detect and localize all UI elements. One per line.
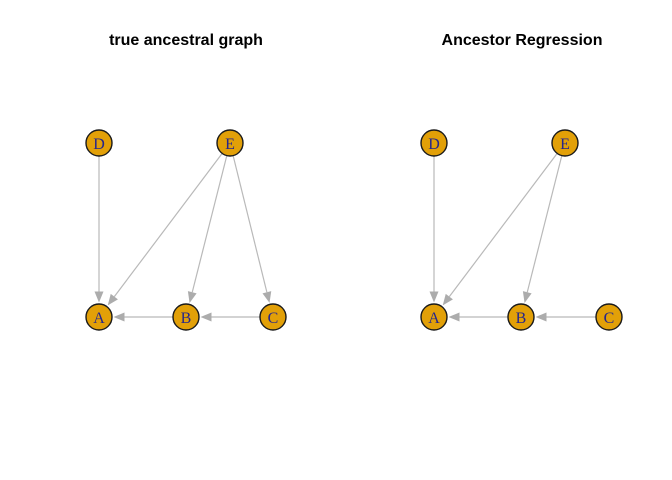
node-label-A: A: [93, 310, 105, 327]
edge-E-B: [526, 155, 563, 293]
arrowhead-C-B: [200, 312, 212, 322]
node-label-B: B: [181, 310, 192, 327]
node-B: [507, 303, 535, 331]
node-label-B: B: [516, 310, 527, 327]
arrowhead-D-A: [429, 291, 439, 303]
arrowhead-E-A: [107, 293, 118, 306]
edge-E-B: [191, 155, 228, 293]
node-E: [551, 129, 579, 157]
node-label-D: D: [428, 136, 440, 153]
node-label-C: C: [268, 310, 279, 327]
node-B: [172, 303, 200, 331]
arrowhead-E-B: [187, 291, 197, 303]
arrowhead-E-B: [522, 291, 532, 303]
right-graph-title: Ancestor Regression: [441, 32, 603, 49]
arrowhead-D-A: [94, 291, 104, 303]
left-graph-title: true ancestral graph: [109, 32, 263, 49]
arrowhead-E-C: [262, 291, 272, 303]
arrowhead-C-B: [535, 312, 547, 322]
node-label-A: A: [428, 310, 440, 327]
node-D: [420, 129, 448, 157]
arrowhead-B-A: [113, 312, 125, 322]
node-C: [595, 303, 623, 331]
node-label-C: C: [604, 310, 615, 327]
edge-E-A: [448, 153, 558, 297]
edge-E-A: [113, 153, 223, 297]
node-A: [85, 303, 113, 331]
arrowhead-E-A: [442, 293, 453, 306]
arrowhead-B-A: [448, 312, 460, 322]
node-D: [85, 129, 113, 157]
node-label-E: E: [225, 136, 235, 153]
node-C: [259, 303, 287, 331]
node-A: [420, 303, 448, 331]
node-label-D: D: [93, 136, 105, 153]
edge-E-C: [232, 155, 268, 293]
node-E: [216, 129, 244, 157]
node-label-E: E: [560, 136, 570, 153]
